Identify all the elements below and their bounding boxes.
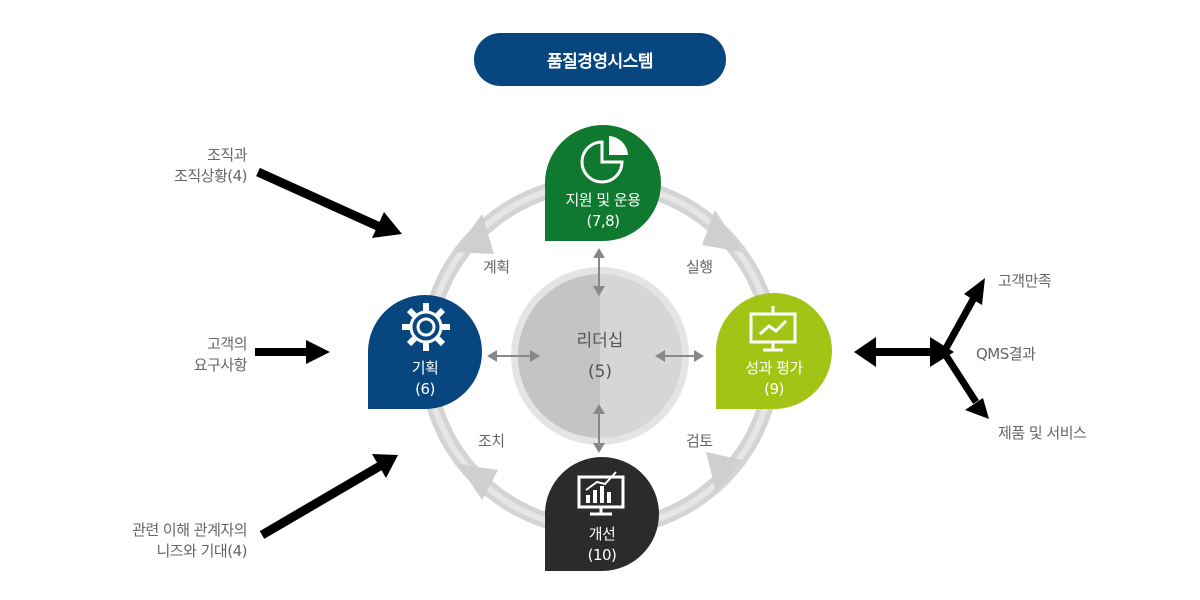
cycle-label-act: 조치 xyxy=(478,432,505,450)
support-node-clause: (7,8) xyxy=(586,212,620,230)
cycle-arrow-head-icon xyxy=(458,464,498,500)
leadership-clause: (5) xyxy=(587,362,613,382)
pie-chart-icon xyxy=(580,136,628,184)
title-banner: 품질경영시스템 xyxy=(474,33,726,86)
input-label-line: 요구사항 xyxy=(193,356,248,374)
evaluation-node xyxy=(716,293,832,409)
arrow-customer-requirements xyxy=(255,340,330,364)
bar-chart-monitor-icon xyxy=(577,471,625,516)
leadership-title: 리더십 xyxy=(576,331,624,351)
input-label-line: 니즈와 기대(4) xyxy=(156,542,247,560)
planning-node-text: 기획 (6) xyxy=(368,358,482,400)
planning-node xyxy=(368,295,482,409)
input-label-line: 조직상황(4) xyxy=(174,167,247,185)
cycle-arrow-head-icon xyxy=(706,452,742,492)
evaluation-node-label: 성과 평가 xyxy=(745,359,803,377)
output-label-customer-satisfaction: 고객만족 xyxy=(998,272,1052,290)
planning-node-label: 기획 xyxy=(411,359,439,377)
evaluation-node-clause: (9) xyxy=(764,380,784,398)
input-label-customer-requirements: 고객의 요구사항 xyxy=(193,334,248,376)
improvement-node-clause: (10) xyxy=(587,546,617,564)
presentation-board-icon xyxy=(749,306,797,352)
evaluation-node-text: 성과 평가 (9) xyxy=(716,358,832,400)
arrow-org-context xyxy=(256,167,402,238)
input-label-line: 조직과 xyxy=(207,146,247,164)
cycle-label-check: 검토 xyxy=(686,432,713,450)
input-label-stakeholder-needs: 관련 이해 관계자의 니즈와 기대(4) xyxy=(132,520,247,562)
output-label-qms-results: QMS결과 xyxy=(976,345,1036,363)
input-label-org-context: 조직과 조직상황(4) xyxy=(174,145,247,187)
improvement-node-label: 개선 xyxy=(588,525,616,543)
cycle-arrow-head-icon xyxy=(455,214,494,254)
support-node-label: 지원 및 운용 xyxy=(565,191,641,209)
support-node xyxy=(545,125,661,241)
connector-arrows xyxy=(487,248,704,453)
improvement-node xyxy=(545,457,659,571)
cycle-label-plan: 계획 xyxy=(483,258,510,276)
planning-node-clause: (6) xyxy=(415,380,435,398)
input-arrows xyxy=(255,167,402,539)
output-arrows xyxy=(854,278,989,419)
support-node-text: 지원 및 운용 (7,8) xyxy=(545,190,661,232)
cycle-label-do: 실행 xyxy=(686,258,713,276)
gear-icon xyxy=(402,303,450,351)
improvement-node-text: 개선 (10) xyxy=(545,524,659,566)
arrow-stakeholder-needs xyxy=(259,454,398,539)
input-label-line: 고객의 xyxy=(207,335,247,353)
cycle-arrow-head-icon xyxy=(702,210,742,252)
leadership-circle xyxy=(511,267,689,445)
input-label-line: 관련 이해 관계자의 xyxy=(132,521,247,539)
leadership-label: 리더십 (5) xyxy=(540,326,660,388)
output-label-products-services: 제품 및 서비스 xyxy=(998,424,1087,442)
